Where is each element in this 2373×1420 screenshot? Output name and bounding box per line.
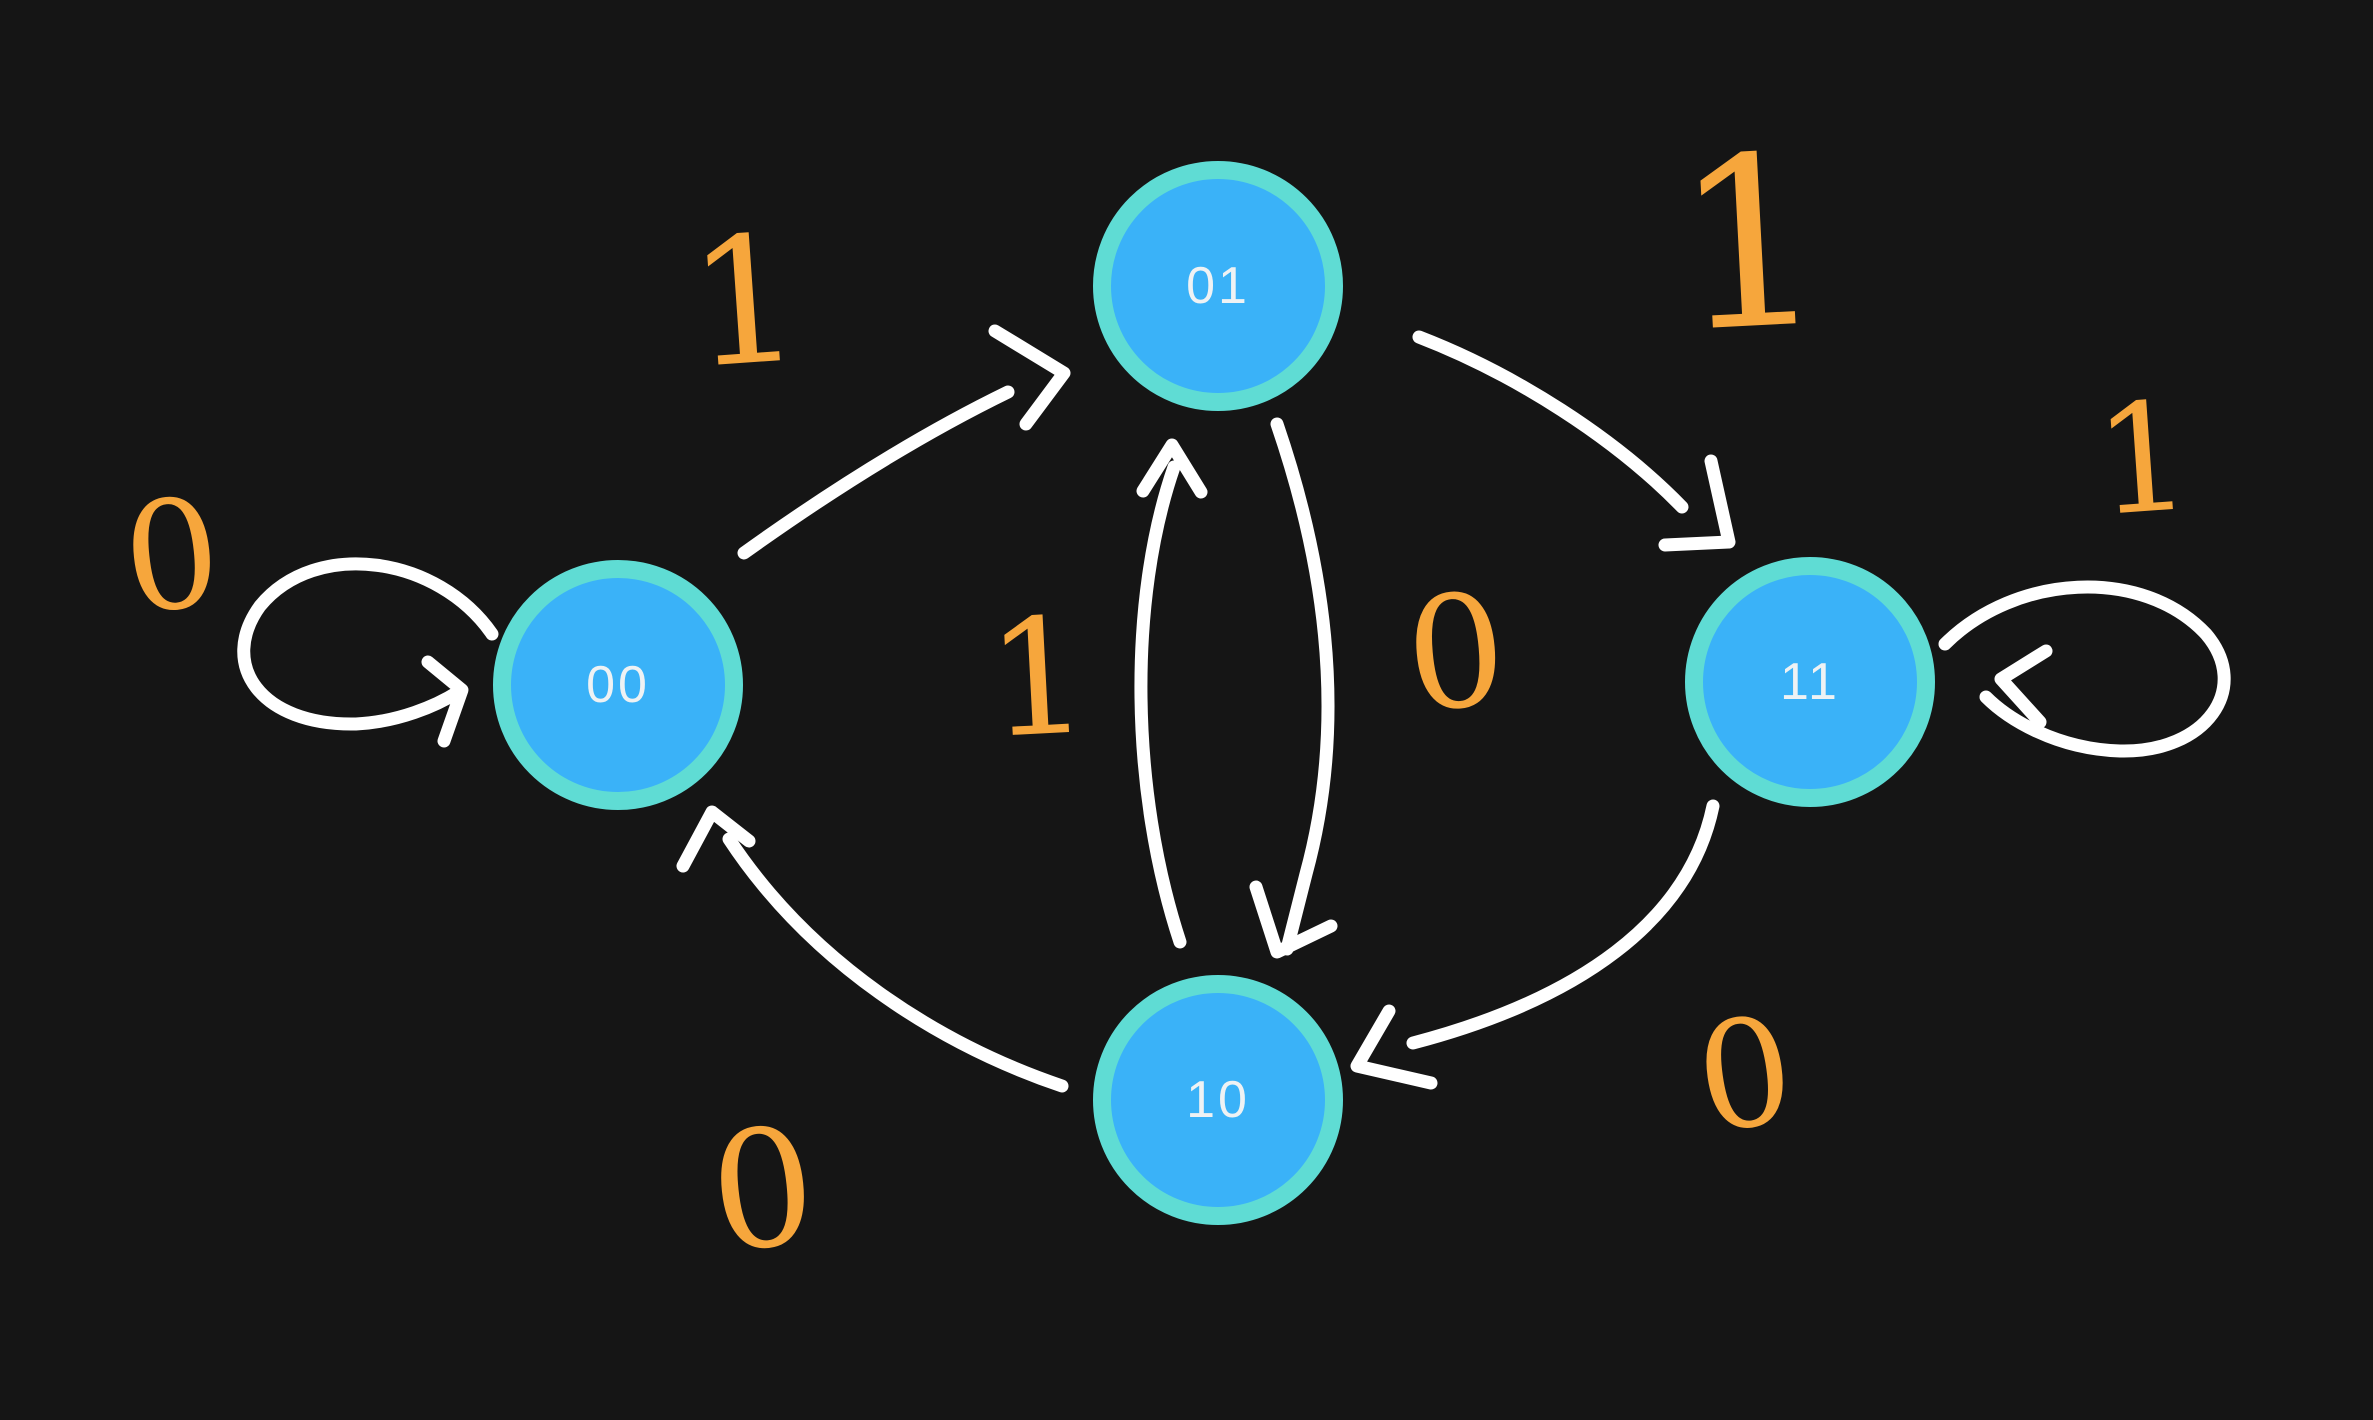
edge-10-01-stroke[interactable]: [1134, 460, 1187, 949]
edge-00-01[interactable]: [737, 324, 1071, 560]
node-10-circle[interactable]: [1093, 975, 1343, 1225]
edge-01-10[interactable]: [1249, 417, 1338, 959]
edge-11-10-stroke[interactable]: [1406, 799, 1720, 1050]
edge-00-01-arrowhead-icon[interactable]: [988, 324, 1071, 431]
node-01-circle[interactable]: [1093, 161, 1343, 411]
edge-00-self[interactable]: [237, 557, 499, 748]
edge-11-10-arrowhead-icon[interactable]: [1350, 1004, 1438, 1090]
edge-01-11[interactable]: [1412, 330, 1736, 552]
node-00-circle[interactable]: [493, 560, 743, 810]
edge-01-10-stroke[interactable]: [1270, 417, 1335, 956]
edge-label-10-01[interactable]: 1: [982, 582, 1093, 774]
node-00-label: 00: [586, 656, 650, 714]
node-01-label: 01: [1186, 257, 1250, 315]
edge-10-00[interactable]: [676, 805, 1069, 1093]
node-11-label: 11: [1780, 653, 1840, 711]
edge-11-self-stroke[interactable]: [1938, 580, 2231, 758]
edge-10-01-arrowhead-icon[interactable]: [1136, 438, 1208, 499]
edge-11-self[interactable]: [1938, 580, 2231, 758]
edge-01-10-arrowhead-icon[interactable]: [1249, 880, 1338, 959]
edge-01-11-arrowhead-icon[interactable]: [1658, 454, 1736, 552]
node-labels-layer: 00 01 10 11: [586, 257, 1840, 1129]
node-10-label: 10: [1186, 1071, 1250, 1129]
edge-00-self-arrowhead-icon[interactable]: [421, 655, 469, 748]
edge-11-10[interactable]: [1350, 799, 1720, 1090]
edge-01-11-stroke[interactable]: [1412, 330, 1689, 514]
edge-labels-layer: 0 1 1 1 1 0 0 0: [115, 105, 2196, 1290]
node-11-circle[interactable]: [1685, 557, 1935, 807]
state-node-10[interactable]: [1093, 975, 1343, 1225]
edge-label-10-00[interactable]: 0: [702, 1092, 824, 1290]
state-node-11[interactable]: [1685, 557, 1935, 807]
nodes-layer: [493, 161, 1935, 1225]
edge-10-01[interactable]: [1134, 438, 1208, 949]
edge-10-00-arrowhead-icon[interactable]: [676, 805, 756, 873]
state-node-01[interactable]: [1093, 161, 1343, 411]
edge-label-00-01[interactable]: 1: [682, 198, 807, 408]
state-node-00[interactable]: [493, 560, 743, 810]
edge-11-self-arrowhead-icon[interactable]: [1994, 644, 2053, 729]
edge-label-00-self[interactable]: 0: [115, 465, 228, 648]
edge-00-01-stroke[interactable]: [737, 385, 1015, 560]
edge-label-01-11[interactable]: 1: [1668, 105, 1832, 385]
edge-10-00-stroke[interactable]: [722, 832, 1069, 1093]
edges-layer: [237, 324, 2231, 1093]
edge-00-self-stroke[interactable]: [237, 557, 499, 731]
edge-label-11-self[interactable]: 1: [2089, 370, 2196, 550]
edge-label-01-10[interactable]: 0: [1399, 559, 1513, 748]
